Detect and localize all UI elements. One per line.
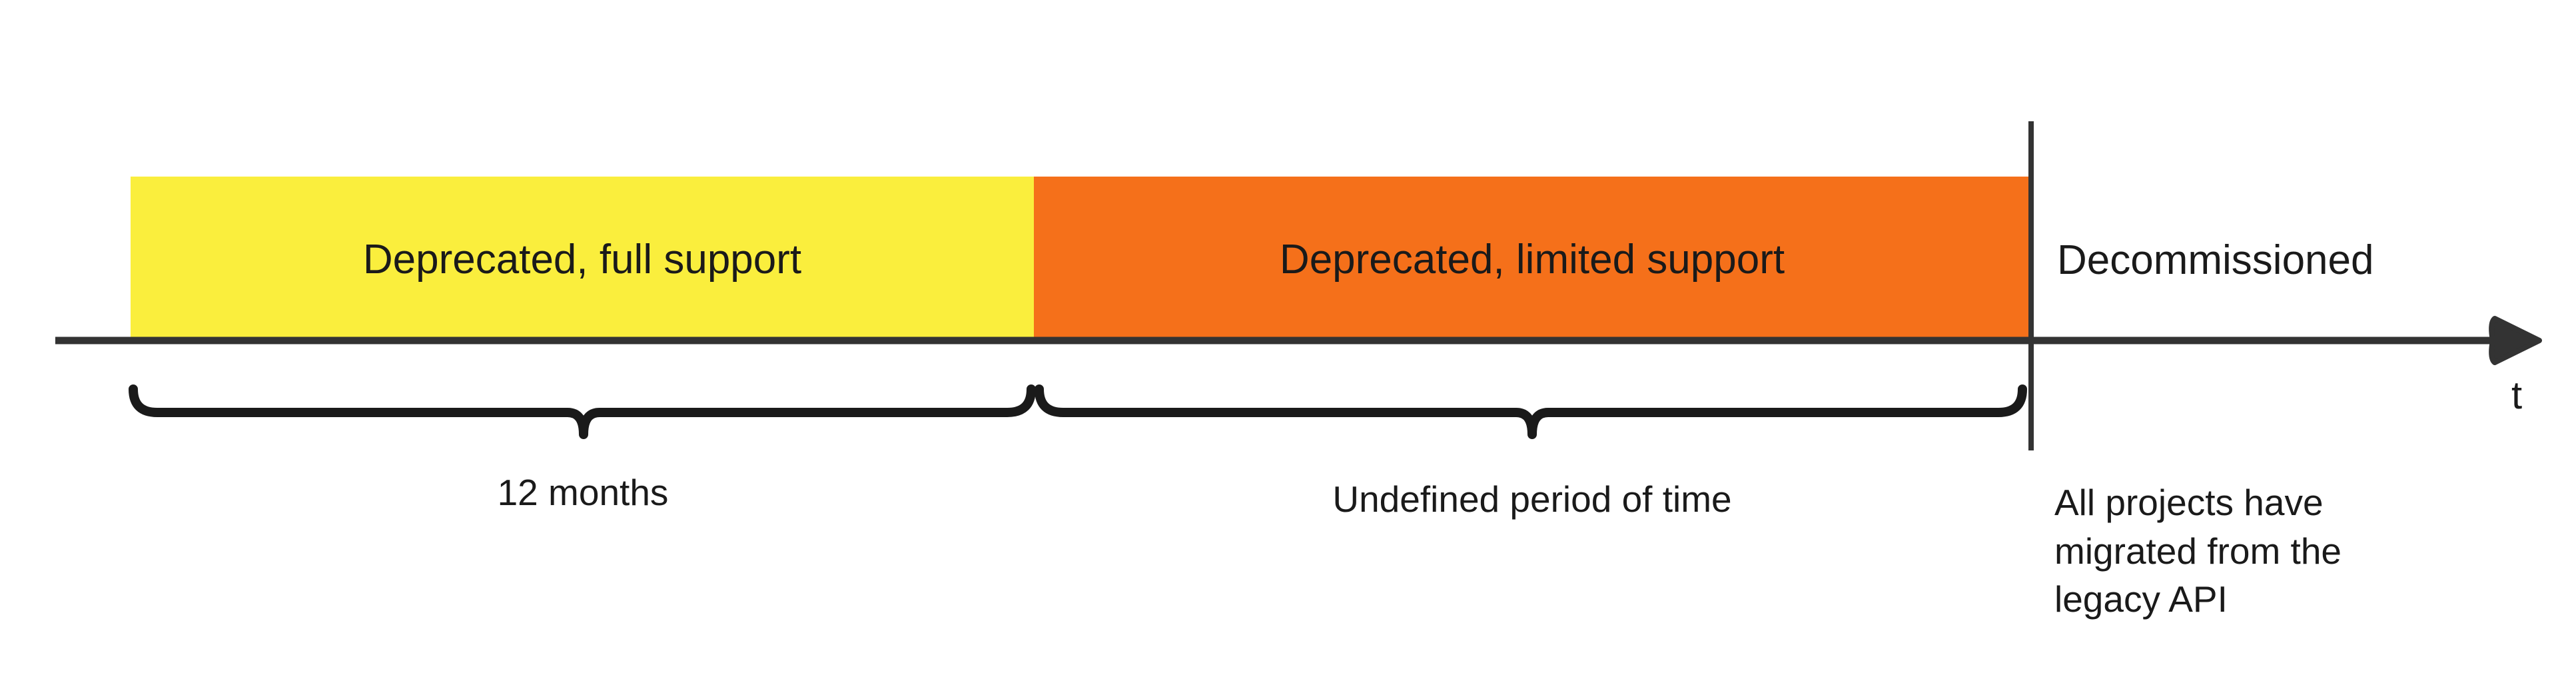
milestone-note-line-3: legacy API — [2054, 578, 2228, 620]
axis-variable-label-t: t — [2511, 374, 2523, 417]
phase-label-decommissioned: Decommissioned — [2057, 237, 2374, 283]
bracket-label-undefined-period: Undefined period of time — [1332, 478, 1732, 520]
bracket-undefined-period-brace — [1035, 384, 2027, 439]
arrow-right-icon — [2489, 316, 2542, 365]
phase-band-deprecated-limited-support — [1034, 177, 2029, 340]
phase-band-deprecated-full-support — [131, 177, 1034, 340]
bracket-12-months-brace — [129, 384, 1036, 439]
milestone-note-line-2: migrated from the — [2054, 530, 2342, 572]
bracket-label-12-months: 12 months — [497, 472, 669, 513]
decommission-milestone-note: All projects have migrated from the lega… — [2054, 478, 2561, 624]
milestone-note-line-1: All projects have — [2054, 482, 2324, 523]
phase-label-deprecated-full-support: Deprecated, full support — [362, 237, 802, 283]
phase-label-deprecated-limited-support: Deprecated, limited support — [1279, 237, 1785, 283]
